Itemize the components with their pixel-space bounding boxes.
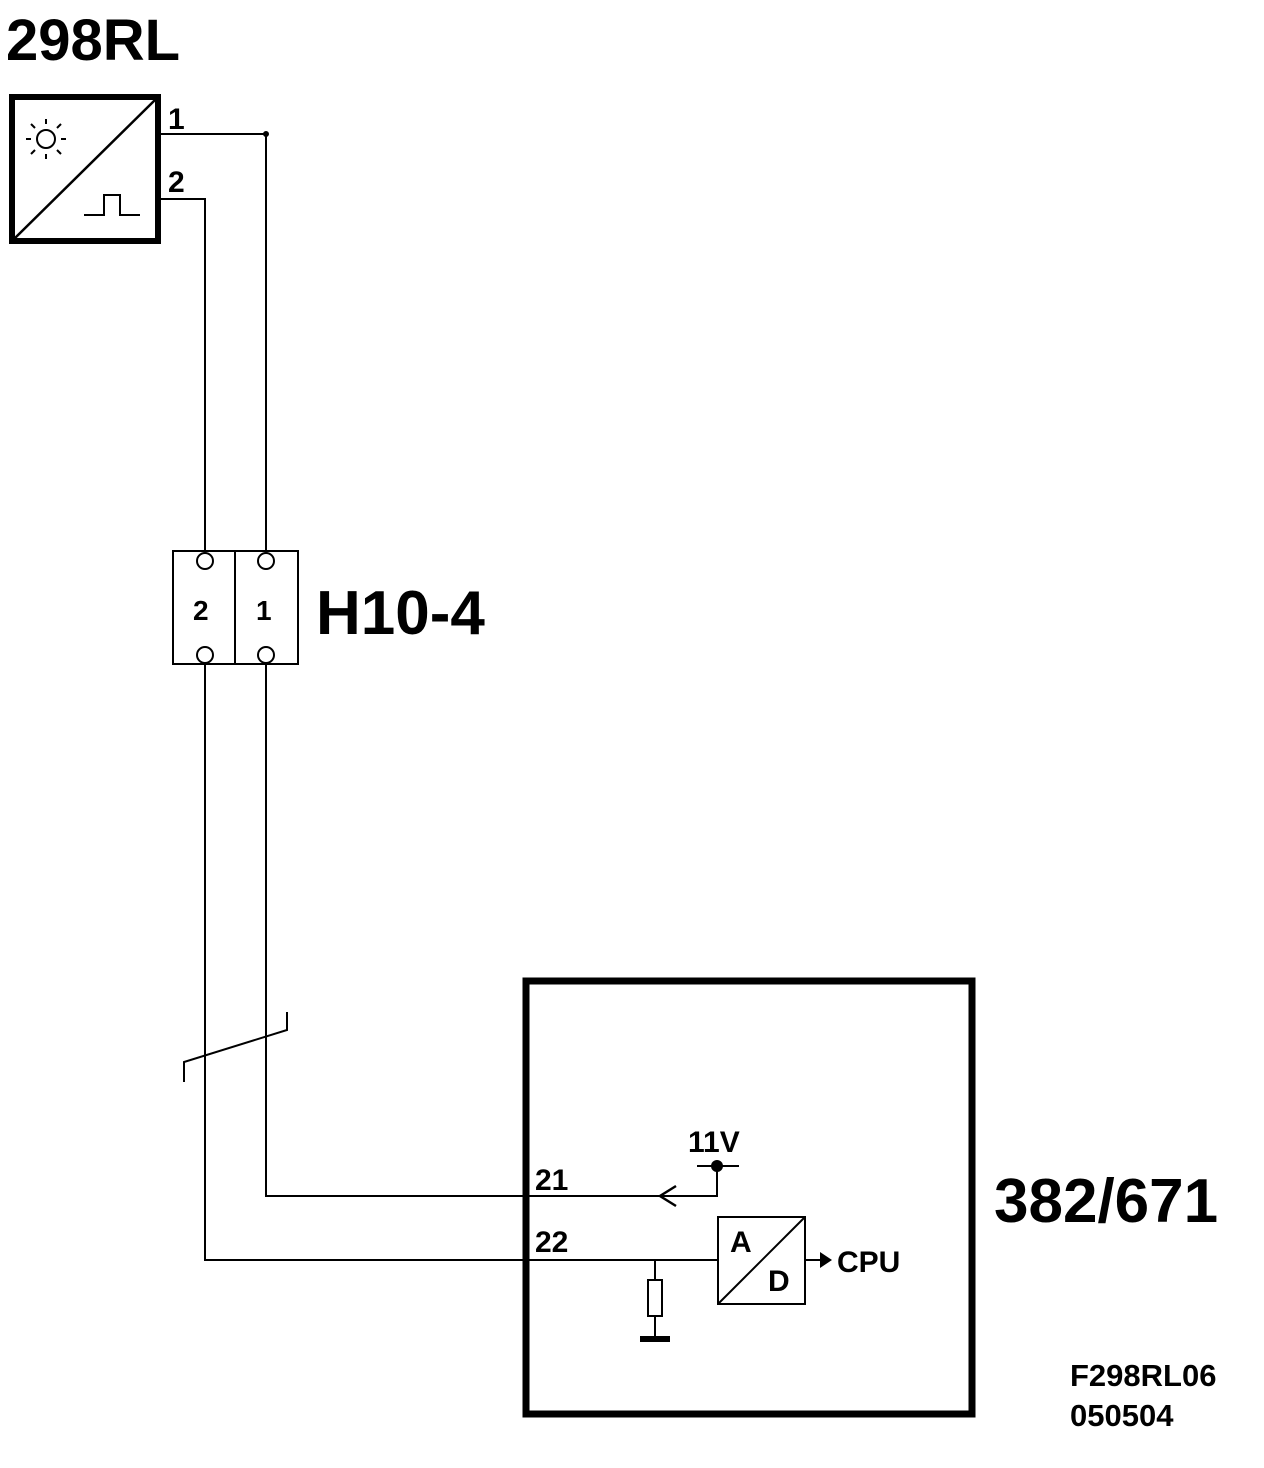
ad-converter-d: D: [768, 1265, 790, 1298]
wire-pin2: [158, 198, 718, 1261]
connector-pin-2: 2: [193, 595, 209, 626]
connector-label: H10-4: [316, 579, 485, 648]
ecu-box: [522, 977, 976, 1418]
connector-pin-1: 1: [256, 595, 272, 626]
ecu-pin-21: 21: [535, 1164, 568, 1197]
connector-h10-4: [172, 550, 299, 665]
supply-node: [697, 1160, 739, 1172]
input-arrow: [657, 1184, 677, 1208]
ground-symbol: [640, 1336, 670, 1342]
sensor-box: [9, 94, 161, 244]
pull-down-resistor: [647, 1260, 663, 1336]
ecu-label: 382/671: [994, 1167, 1218, 1236]
sensor-label: 298RL: [6, 8, 180, 73]
ecu-pin-22: 22: [535, 1226, 568, 1259]
ad-converter-a: A: [730, 1226, 752, 1259]
pulse-icon: [84, 194, 140, 216]
sensor-pin-1: 1: [168, 103, 185, 136]
sensor-pin-2: 2: [168, 166, 185, 199]
cpu-arrow: [805, 1252, 832, 1268]
supply-voltage-label: 11V: [688, 1126, 740, 1159]
sun-icon: [26, 119, 66, 159]
wire-pin1: [158, 131, 718, 1197]
drawing-code: F298RL06: [1070, 1358, 1216, 1393]
drawing-date: 050504: [1070, 1398, 1174, 1433]
cpu-label: CPU: [837, 1246, 900, 1279]
twisted-pair-marker: [183, 1012, 288, 1082]
